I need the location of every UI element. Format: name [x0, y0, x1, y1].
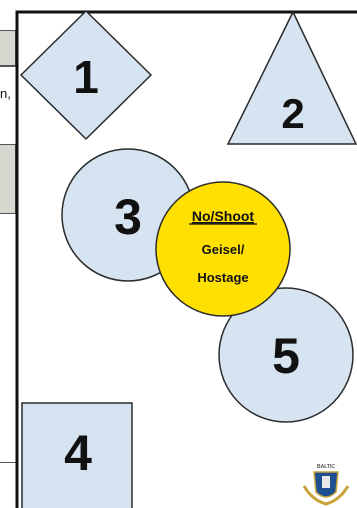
side-table-text: n,	[0, 86, 11, 101]
target-1-diamond: 1	[19, 9, 153, 141]
emblem-text: BALTIC	[317, 464, 335, 470]
range-frame	[15, 10, 357, 508]
target-5-label: 5	[272, 328, 300, 384]
no-shoot-label: No/Shoot	[192, 208, 255, 224]
target-3-label: 3	[114, 189, 142, 245]
no-shoot-hostage-target: No/Shoot Geisel/ Hostage	[155, 181, 291, 317]
target-2-label: 2	[281, 90, 304, 137]
target-4-square: 4	[21, 402, 133, 508]
target-2-triangle: 2	[226, 10, 357, 145]
target-5-circle: 5	[218, 287, 354, 423]
hostage-label: Hostage	[197, 270, 248, 285]
side-table-divider-bottom	[0, 462, 16, 463]
geisel-label: Geisel/	[202, 242, 245, 257]
shooting-club-emblem-icon: BALTIC	[302, 464, 350, 506]
target-1-label: 1	[73, 51, 99, 103]
side-table-divider	[0, 66, 16, 67]
target-4-label: 4	[64, 425, 92, 481]
